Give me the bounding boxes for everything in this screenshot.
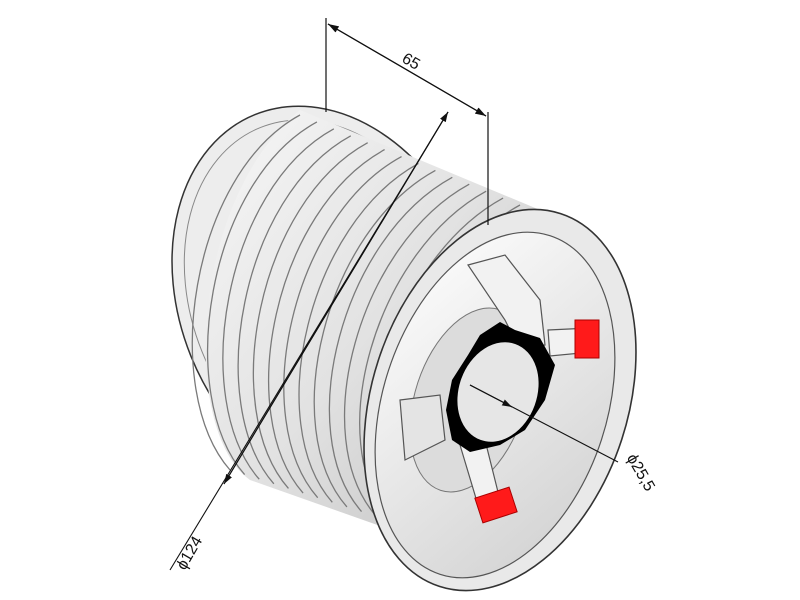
dimension-drum-diameter <box>169 111 449 571</box>
bore-diameter-label: ϕ25,5 <box>623 451 658 494</box>
cable-groove <box>328 176 453 512</box>
cable-groove <box>237 135 352 485</box>
cable-groove <box>207 121 318 476</box>
dimension-bore-diameter <box>469 384 619 463</box>
cable-groove <box>344 183 470 517</box>
bore-hole <box>455 340 541 444</box>
drum-diameter-label: ϕ124 <box>174 534 207 573</box>
cable-groove <box>283 155 402 499</box>
left-bracket <box>399 394 446 461</box>
dimension-width <box>325 18 489 225</box>
set-screw-lower <box>474 486 518 524</box>
cable-groove <box>268 149 385 494</box>
cable-groove <box>298 162 419 503</box>
mounting-brackets <box>399 254 593 506</box>
cable-groove <box>222 128 335 480</box>
barrel <box>205 110 540 540</box>
upper-bracket <box>467 254 546 351</box>
drum-body <box>171 105 540 540</box>
keyed-bore-plate <box>446 322 555 452</box>
width-label: 65 <box>399 50 423 74</box>
set-screw-upper <box>574 319 600 359</box>
cable-groove <box>252 142 369 489</box>
cable-groove <box>191 114 301 471</box>
